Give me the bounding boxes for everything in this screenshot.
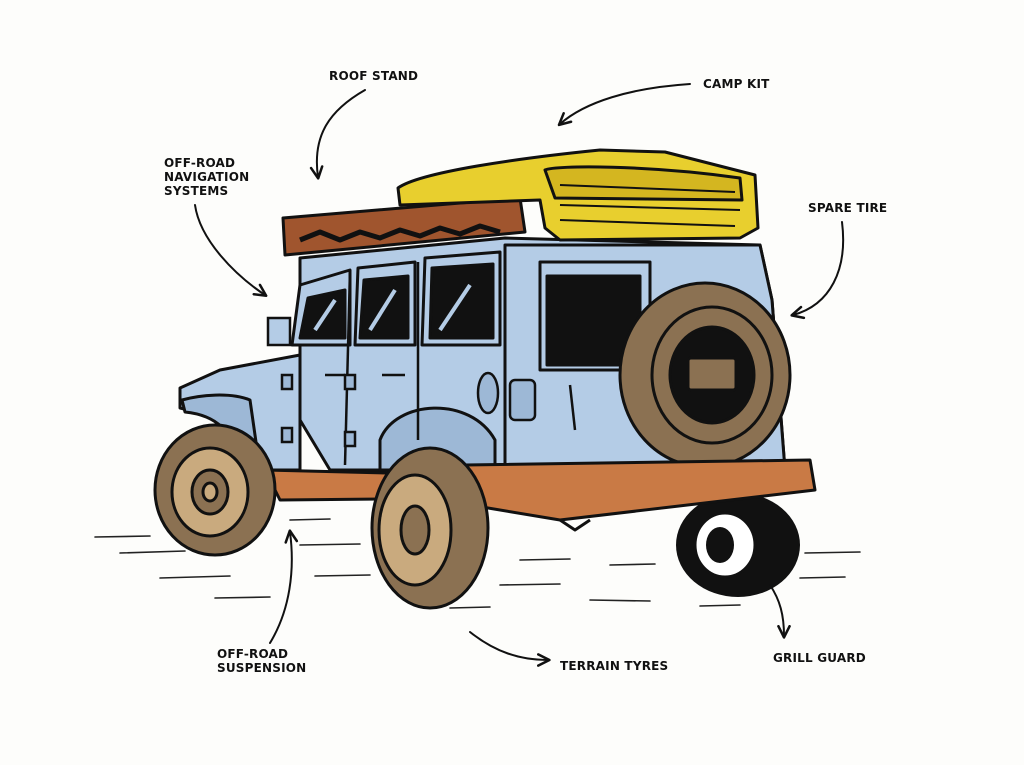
ground-lines [94,518,861,609]
front-wheel [153,423,277,557]
label-offroad-suspension: OFF-ROAD SUSPENSION [217,647,307,675]
label-terrain-tyres: TERRAIN TYRES [560,659,669,673]
roof-box [396,148,760,242]
spare-tire [618,281,792,469]
label-spare-tire: SPARE TIRE [808,201,888,215]
grill-guard-arrow [769,584,791,639]
navigation-arrow [194,204,268,298]
spare-tire-arrow [790,221,845,320]
label-roof-stand: ROOF STAND [329,69,419,83]
suspension-arrow [269,529,299,644]
roof-stand-arrow [309,89,366,180]
rear-near-wheel [370,446,490,610]
camp-kit-arrow [557,83,691,127]
annotation-arrows [194,83,845,667]
door-details [266,245,577,470]
label-camp-kit: CAMP KIT [703,77,770,91]
windows [290,250,652,372]
rear-far-wheel [676,493,800,597]
label-grill-guard: GRILL GUARD [773,651,866,665]
terrain-tyres-arrow [469,631,551,667]
label-offroad-navigation: OFF-ROAD NAVIGATION SYSTEMS [164,156,250,198]
